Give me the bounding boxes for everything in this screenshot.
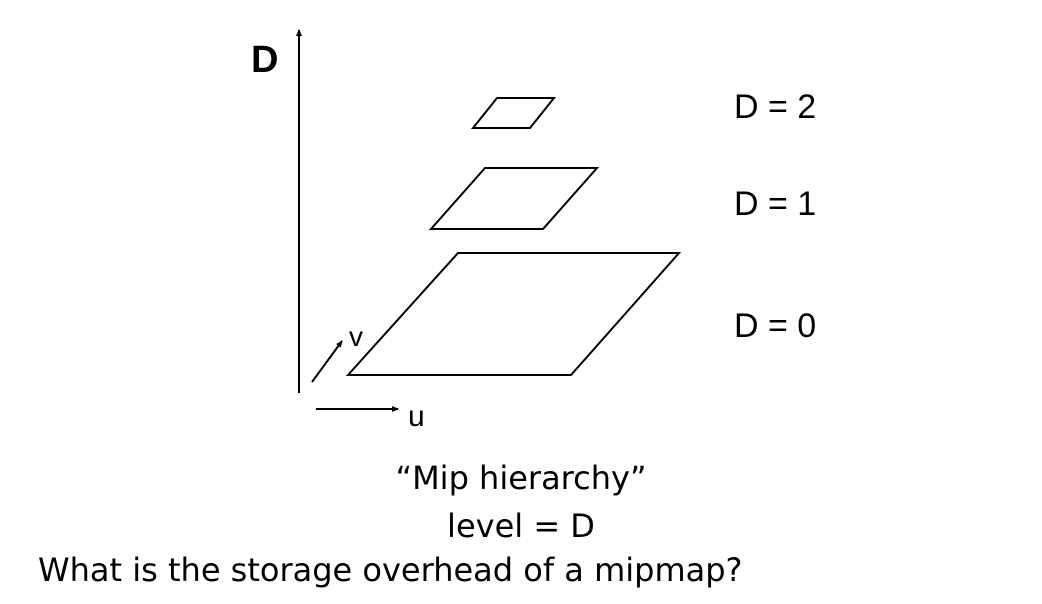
level-0-parallelogram xyxy=(345,252,682,376)
level-1-parallelogram xyxy=(428,167,600,230)
level-1-label: D = 1 xyxy=(734,185,816,223)
u-axis-label: u xyxy=(408,400,425,433)
caption-title: “Mip hierarchy” xyxy=(395,459,647,497)
d-axis-label: D xyxy=(251,39,278,81)
level-2-label: D = 2 xyxy=(734,88,816,126)
level-0-label: D = 0 xyxy=(734,307,816,345)
caption-subtitle: level = D xyxy=(447,507,595,545)
v-axis-label: v xyxy=(349,321,363,352)
level-2-parallelogram xyxy=(470,97,557,129)
question-text: What is the storage overhead of a mipmap… xyxy=(38,551,743,589)
v-axis-line xyxy=(311,340,343,383)
